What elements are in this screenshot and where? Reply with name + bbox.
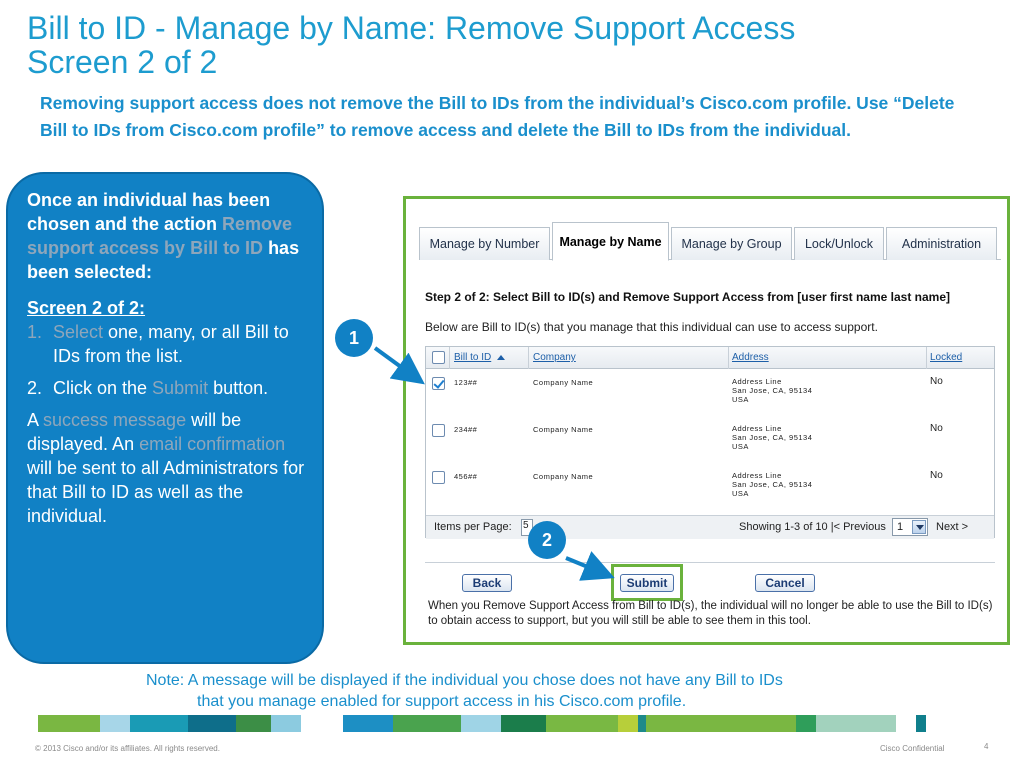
pager-showing-previous[interactable]: Showing 1-3 of 10 |< Previous xyxy=(739,521,886,533)
tab-manage-by-number[interactable]: Manage by Number xyxy=(419,227,550,260)
cell-address: Address Line San Jose, CA, 95134 USA xyxy=(732,471,813,498)
column-separator xyxy=(926,347,927,369)
step-2-text-pre: Click on the xyxy=(53,378,153,398)
next-page-link[interactable]: Next > xyxy=(936,521,969,533)
bill-to-id-table: Bill to ID Company Address Locked 123## … xyxy=(425,346,995,539)
note-line-1: Note: A message will be displayed if the… xyxy=(146,672,783,689)
table-row: 456## Company Name Address Line San Jose… xyxy=(426,463,994,510)
slide-subtitle: Removing support access does not remove … xyxy=(40,93,955,140)
callout-2: 2 xyxy=(528,521,566,559)
step-1-text: one, many, or all Bill to IDs from the l… xyxy=(53,322,289,366)
row-checkbox[interactable] xyxy=(432,471,445,484)
step-2-number: 2. xyxy=(27,378,43,398)
page-select-value: 1 xyxy=(897,521,904,533)
cell-company: Company Name xyxy=(533,425,594,434)
cell-locked: No xyxy=(930,470,943,481)
color-band xyxy=(38,715,986,732)
cancel-button[interactable]: Cancel xyxy=(755,574,815,592)
bubble-lead-text-1: Once an individual has been chosen and t… xyxy=(27,190,271,234)
result-text-a: A xyxy=(27,410,44,430)
table-row: 123## Company Name Address Line San Jose… xyxy=(426,369,994,416)
footer-confidential: Cisco Confidential xyxy=(880,744,945,753)
column-header-bill-to-id-label: Bill to ID xyxy=(454,352,492,363)
step-1-highlight: Select xyxy=(53,322,104,342)
bubble-result-paragraph: A success message will be displayed. An … xyxy=(27,408,312,528)
items-per-page-label: Items per Page: xyxy=(434,521,512,533)
column-separator xyxy=(528,347,529,369)
submit-button[interactable]: Submit xyxy=(620,574,674,592)
bubble-steps: 1. Select one, many, or all Bill to IDs f… xyxy=(27,320,312,400)
column-header-bill-to-id[interactable]: Bill to ID xyxy=(454,352,506,363)
result-email-highlight: email confirmation xyxy=(139,434,286,454)
result-text-b: will be displayed. An xyxy=(27,410,242,454)
bubble-lead: Once an individual has been chosen and t… xyxy=(27,188,312,284)
submit-highlight-box xyxy=(611,564,683,601)
column-header-company[interactable]: Company xyxy=(533,352,576,363)
cell-address: Address Line San Jose, CA, 95134 USA xyxy=(732,377,813,404)
bubble-step-1: 1. Select one, many, or all Bill to IDs f… xyxy=(27,320,312,368)
column-separator xyxy=(728,347,729,369)
step-2-highlight: Submit xyxy=(152,378,209,398)
page-number: 4 xyxy=(984,742,989,751)
row-checkbox[interactable] xyxy=(432,377,445,390)
cell-bill-to-id: 456## xyxy=(454,472,478,481)
footer-copyright: © 2013 Cisco and/or its affiliates. All … xyxy=(35,744,220,753)
instruction-bubble: Once an individual has been chosen and t… xyxy=(6,172,324,664)
tab-administration[interactable]: Administration xyxy=(886,227,997,260)
cell-locked: No xyxy=(930,423,943,434)
table-header: Bill to ID Company Address Locked xyxy=(426,347,994,369)
cell-address: Address Line San Jose, CA, 95134 USA xyxy=(732,424,813,451)
slide-note: Note: A message will be displayed if the… xyxy=(146,670,946,712)
callout-1: 1 xyxy=(335,319,373,357)
result-success-highlight: success message xyxy=(43,410,187,430)
bubble-lead-text-2: has been selected: xyxy=(27,238,300,282)
page-select[interactable]: 1 xyxy=(892,518,928,536)
table-row: 234## Company Name Address Line San Jose… xyxy=(426,416,994,463)
column-header-locked[interactable]: Locked xyxy=(930,352,963,363)
note-line-2: that you manage enabled for support acce… xyxy=(197,693,687,710)
chevron-down-icon[interactable] xyxy=(912,520,926,534)
screenshot-frame: Manage by Number Manage by Name Manage b… xyxy=(403,196,1010,645)
step-title: Step 2 of 2: Select Bill to ID(s) and Re… xyxy=(425,290,951,304)
bubble-step-2: 2. Click on the Submit button. xyxy=(27,376,312,400)
cell-company: Company Name xyxy=(533,472,594,481)
tab-lock-unlock[interactable]: Lock/Unlock xyxy=(794,227,884,260)
back-button[interactable]: Back xyxy=(462,574,512,592)
result-text-c: will be sent to all Administrators for t… xyxy=(27,458,305,526)
column-header-address[interactable]: Address xyxy=(732,352,769,363)
row-checkbox[interactable] xyxy=(432,424,445,437)
step-2-text-post: button. xyxy=(208,378,269,398)
cell-bill-to-id: 234## xyxy=(454,425,478,434)
bubble-lead-highlight: Remove support access by Bill to ID xyxy=(27,214,293,258)
cell-locked: No xyxy=(930,376,943,387)
table-pager: Items per Page: 5 Showing 1-3 of 10 |< P… xyxy=(426,515,994,539)
removal-footnote: When you Remove Support Access from Bill… xyxy=(428,600,993,627)
slide-title-line2: Screen 2 of 2 xyxy=(27,44,218,80)
bubble-screen-label: Screen 2 of 2: xyxy=(27,298,146,318)
select-all-checkbox[interactable] xyxy=(432,351,445,364)
cell-company: Company Name xyxy=(533,378,594,387)
step-description: Below are Bill to ID(s) that you manage … xyxy=(425,320,878,334)
button-divider xyxy=(425,562,995,563)
tab-bar: Manage by Number Manage by Name Manage b… xyxy=(419,222,1001,261)
slide-title-line1: Bill to ID - Manage by Name: Remove Supp… xyxy=(27,10,796,46)
sort-ascending-icon xyxy=(497,354,506,360)
column-separator xyxy=(449,347,450,369)
tab-manage-by-group[interactable]: Manage by Group xyxy=(671,227,792,260)
tab-manage-by-name[interactable]: Manage by Name xyxy=(552,222,669,261)
slide-title: Bill to ID - Manage by Name: Remove Supp… xyxy=(27,11,1007,79)
cell-bill-to-id: 123## xyxy=(454,378,478,387)
step-1-number: 1. xyxy=(27,322,43,342)
